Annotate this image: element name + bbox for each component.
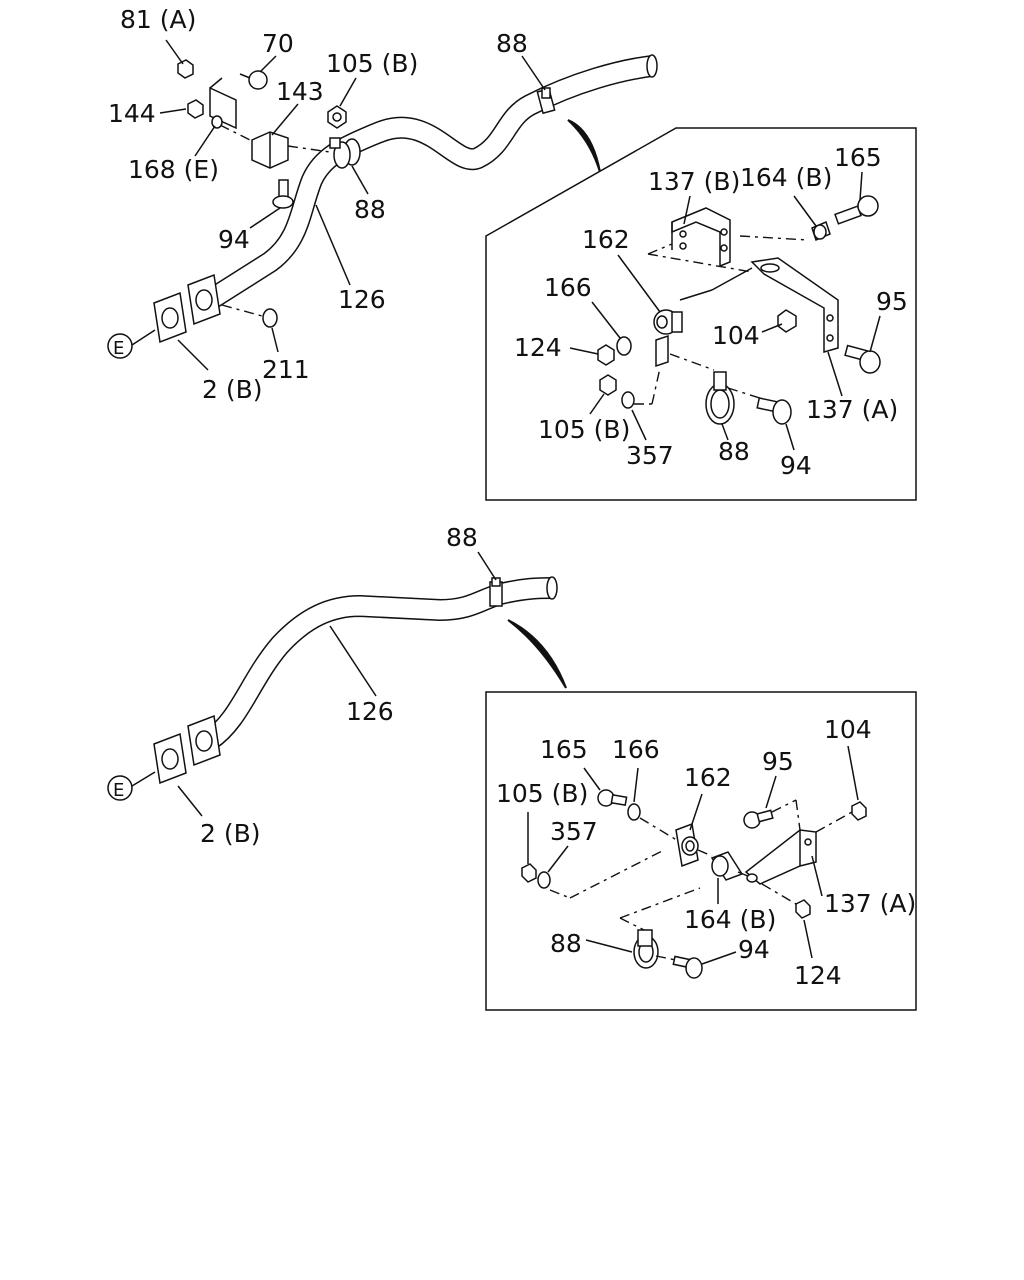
ref-circle-e-top xyxy=(107,333,133,359)
bolt-165-d2 xyxy=(597,789,628,807)
nut-124-d2 xyxy=(795,899,811,919)
bolt-165-d1 xyxy=(834,195,879,225)
label-124: 124 xyxy=(514,333,562,362)
mount-162-d2 xyxy=(675,822,699,868)
label-94-d1: 94 xyxy=(780,451,812,480)
clamp-88-lower xyxy=(489,577,503,607)
nut-104-d2 xyxy=(851,801,867,821)
label-105b: 105 (B) xyxy=(326,49,418,78)
nut-81a xyxy=(177,59,194,79)
label-137b: 137 (B) xyxy=(648,167,740,196)
bottom-labels: 88 126 E 2 (B) xyxy=(113,523,478,848)
spacer-164b-d1 xyxy=(811,220,831,242)
washer-166-d2 xyxy=(627,803,641,821)
label-166: 166 xyxy=(544,273,592,302)
bolt-94-top xyxy=(272,179,294,209)
bracket-168e xyxy=(209,77,237,130)
nut-211 xyxy=(262,308,278,328)
label-88-d1: 88 xyxy=(718,437,750,466)
label-105b-d1: 105 (B) xyxy=(538,415,630,444)
detail-box-2: 104 165 166 162 95 105 (B) 357 137 (A) 1… xyxy=(485,691,917,1011)
label-88-bottom: 88 xyxy=(446,523,478,552)
label-94: 94 xyxy=(218,225,250,254)
bottom-assembly: 88 126 E 2 (B) xyxy=(107,523,567,848)
flange-2b-bottom xyxy=(153,714,221,785)
label-88-d2: 88 xyxy=(550,929,582,958)
pipe-126-lower xyxy=(203,576,558,750)
leaders-bottom xyxy=(131,551,497,817)
tab-162-d1 xyxy=(655,334,669,368)
label-104: 104 xyxy=(712,321,760,350)
label-105b-d2: 105 (B) xyxy=(496,779,588,808)
label-126: 126 xyxy=(338,285,386,314)
clamp-88-d1 xyxy=(705,371,735,425)
label-81a: 81 (A) xyxy=(120,5,196,34)
bolt-95-d1 xyxy=(844,344,881,374)
label-166-d2: 166 xyxy=(612,735,660,764)
label-164b: 164 (B) xyxy=(740,163,832,192)
label-e-top: E xyxy=(113,338,124,359)
label-162-d2: 162 xyxy=(684,763,732,792)
top-assembly: 81 (A) 70 105 (B) 88 144 143 168 (E) 88 … xyxy=(107,5,658,404)
clamp-88-d2 xyxy=(619,887,701,969)
label-165: 165 xyxy=(834,143,882,172)
label-165-d2: 165 xyxy=(540,735,588,764)
bracket-137b xyxy=(647,207,753,273)
mount-162-d1 xyxy=(653,267,753,335)
detail2-labels: 104 165 166 162 95 105 (B) 357 137 (A) 1… xyxy=(496,715,916,990)
clamp-88-upper xyxy=(536,87,556,115)
top-labels: 81 (A) 70 105 (B) 88 144 143 168 (E) 88 … xyxy=(108,5,528,404)
label-70: 70 xyxy=(262,29,294,58)
bracket-137a-d1 xyxy=(739,235,839,353)
bracket-143 xyxy=(219,124,331,169)
label-168e: 168 (E) xyxy=(128,155,219,184)
nut-124-d1 xyxy=(597,344,615,366)
washer-166-d1 xyxy=(616,336,632,356)
nut-144 xyxy=(187,99,204,119)
pipe-126-upper xyxy=(204,54,658,310)
detail1-labels: 137 (B) 164 (B) 165 162 166 95 104 124 1… xyxy=(514,143,908,480)
label-137a: 137 (A) xyxy=(806,395,898,424)
label-164b-d2: 164 (B) xyxy=(684,905,776,934)
label-104-d2: 104 xyxy=(824,715,872,744)
label-88-top: 88 xyxy=(496,29,528,58)
nut-105b-d2 xyxy=(521,863,537,883)
label-95-d2: 95 xyxy=(762,747,794,776)
label-95: 95 xyxy=(876,287,908,316)
bolt-70 xyxy=(239,70,268,90)
label-2b-top: 2 (B) xyxy=(202,375,263,404)
bolt-94-d2 xyxy=(672,955,703,979)
leaders-d2 xyxy=(527,745,859,965)
label-88-mid: 88 xyxy=(354,195,386,224)
label-2b-bottom: 2 (B) xyxy=(200,819,261,848)
label-357-d2: 357 xyxy=(550,817,598,846)
label-162: 162 xyxy=(582,225,630,254)
label-143: 143 xyxy=(276,77,324,106)
label-357: 357 xyxy=(626,441,674,470)
label-137a-d2: 137 (A) xyxy=(824,889,916,918)
label-144: 144 xyxy=(108,99,156,128)
clamp-88-mid xyxy=(329,137,361,169)
nut-105b-d1 xyxy=(599,374,617,396)
washer-357-d1 xyxy=(621,391,635,409)
ref-circle-e-bottom xyxy=(107,775,133,801)
label-94-d2: 94 xyxy=(738,935,770,964)
label-124-d2: 124 xyxy=(794,961,842,990)
washer-357-d2 xyxy=(537,871,551,889)
spacer-164b-d2 xyxy=(710,851,744,881)
label-e-bottom: E xyxy=(113,780,124,801)
detail-pointer-top xyxy=(567,119,601,173)
label-126-bottom: 126 xyxy=(346,697,394,726)
detail-pointer-bottom xyxy=(507,619,567,689)
flange-2b-top xyxy=(153,273,263,344)
bolt-95-d2 xyxy=(743,799,801,831)
leaders-d1 xyxy=(569,171,881,451)
bolt-94-d1 xyxy=(756,397,792,425)
label-211: 211 xyxy=(262,355,310,384)
nut-105b-top xyxy=(327,105,347,129)
detail-box-1: 137 (B) 164 (B) 165 162 166 95 104 124 1… xyxy=(485,127,917,501)
leaders-top xyxy=(131,39,546,371)
